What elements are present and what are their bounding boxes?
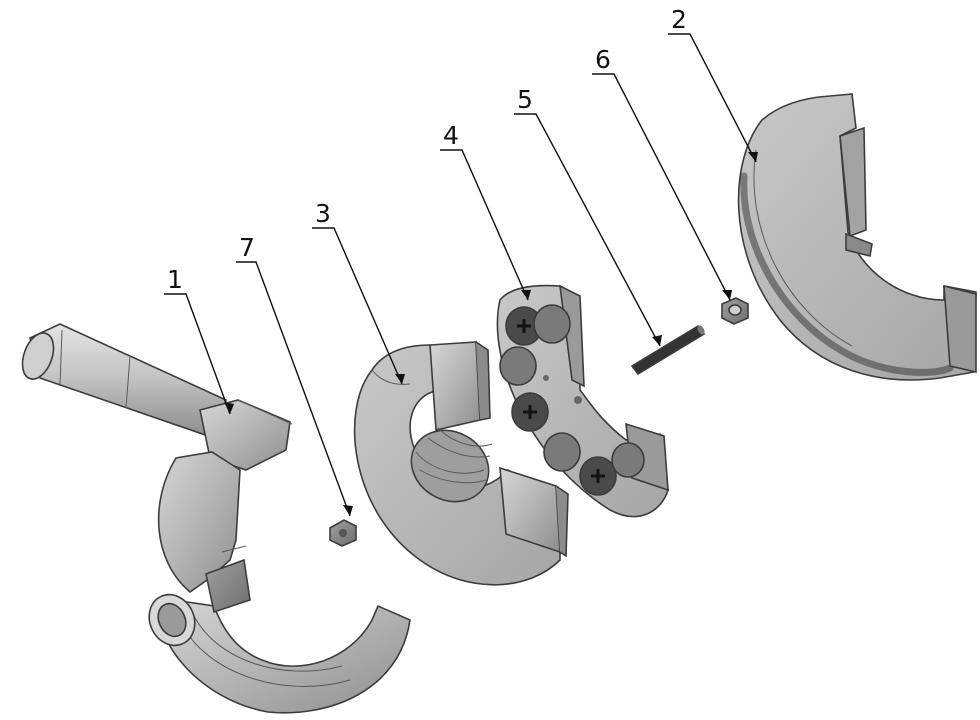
part-5-pin [630, 324, 706, 376]
callout-5: 5 [517, 85, 533, 114]
leader-5 [514, 113, 661, 347]
leader-2 [668, 33, 757, 163]
part-7-nut [329, 519, 357, 547]
callout-labels: 1 2 3 4 5 6 7 [167, 5, 687, 294]
leader-1 [164, 293, 231, 415]
leader-7 [236, 261, 351, 517]
leader-3 [312, 227, 403, 385]
callout-6: 6 [595, 45, 611, 74]
callout-7: 7 [239, 233, 255, 262]
part-2-cover [737, 93, 977, 381]
leader-lines [164, 33, 758, 517]
part-6-bushing [721, 297, 749, 325]
leader-6 [592, 73, 731, 301]
part-1-housing [21, 323, 411, 714]
callout-1: 1 [167, 265, 183, 294]
leader-4 [440, 149, 529, 301]
part-4-magnet-plate [496, 284, 669, 518]
callout-2: 2 [671, 5, 687, 34]
callout-3: 3 [315, 199, 331, 228]
callout-4: 4 [443, 121, 459, 150]
part-3-impeller [353, 341, 569, 586]
plus-marks [517, 319, 605, 483]
